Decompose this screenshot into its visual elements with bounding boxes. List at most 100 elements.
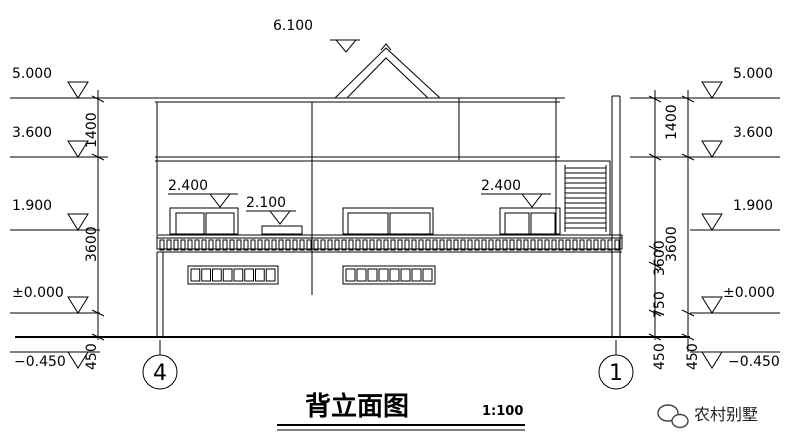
win-right-triangle — [520, 193, 544, 208]
right-dimension-column — [630, 81, 780, 369]
right-elev-3600: 3.600 — [733, 125, 773, 141]
window-level-left: 2.400 — [168, 178, 208, 194]
baluster — [348, 239, 354, 251]
baluster — [236, 239, 242, 251]
sill-triangle — [268, 210, 292, 225]
baluster — [502, 239, 508, 251]
baluster — [488, 239, 494, 251]
wechat-icon — [657, 404, 689, 429]
baluster — [201, 239, 207, 251]
grille-cell — [190, 268, 201, 282]
building-elevation — [125, 43, 623, 337]
baluster — [565, 239, 571, 251]
baluster — [453, 239, 459, 251]
grille-cell — [345, 268, 356, 282]
baluster — [607, 239, 613, 251]
baluster — [369, 239, 375, 251]
baluster — [446, 239, 452, 251]
top-elev-6100: 6.100 — [273, 18, 313, 34]
right-dim-3600-inner: 3600 — [652, 240, 668, 276]
baluster — [215, 239, 221, 251]
baluster — [299, 239, 305, 251]
baluster — [278, 239, 284, 251]
baluster — [600, 239, 606, 251]
left-elev-minus450: −0.450 — [14, 354, 66, 370]
grille-cell — [212, 268, 222, 282]
win-left-triangle — [208, 193, 232, 208]
baluster — [586, 239, 592, 251]
baluster — [495, 239, 501, 251]
baluster — [180, 239, 186, 251]
baluster — [425, 239, 431, 251]
grille-cell — [222, 268, 233, 282]
baluster — [523, 239, 529, 251]
baluster — [558, 239, 564, 251]
left-elev-3600: 3.600 — [12, 125, 52, 141]
baluster — [579, 239, 585, 251]
right-elev-5000: 5.000 — [733, 66, 773, 82]
drawing-scale: 1:100 — [482, 404, 523, 419]
right-dim-1400: 1400 — [664, 104, 680, 140]
baluster — [411, 239, 417, 251]
baluster — [397, 239, 403, 251]
baluster — [285, 239, 291, 251]
grille-cell — [244, 268, 254, 282]
baluster — [306, 239, 312, 251]
grille-cell — [356, 268, 367, 282]
right-elev-0000: ±0.000 — [723, 285, 775, 301]
baluster — [439, 239, 445, 251]
baluster — [320, 239, 326, 251]
right-elev-1900: 1.900 — [733, 198, 773, 214]
top-level-triangle — [334, 39, 358, 53]
baluster — [467, 239, 473, 251]
baluster — [173, 239, 179, 251]
baluster — [194, 239, 200, 251]
baluster — [593, 239, 599, 251]
baluster — [383, 239, 389, 251]
axis-bubble-right — [598, 340, 634, 390]
baluster — [327, 239, 333, 251]
balustrade-pattern — [159, 239, 620, 251]
baluster — [355, 239, 361, 251]
baluster — [432, 239, 438, 251]
baluster — [222, 239, 228, 251]
baluster — [229, 239, 235, 251]
baluster — [390, 239, 396, 251]
baluster — [208, 239, 214, 251]
baluster — [271, 239, 277, 251]
baluster — [187, 239, 193, 251]
axis-bubble-left — [142, 340, 178, 390]
sill-level: 2.100 — [246, 195, 286, 211]
baluster — [264, 239, 270, 251]
grille-cell — [378, 268, 389, 282]
baluster — [376, 239, 382, 251]
right-dim-450-inner: 450 — [652, 343, 668, 370]
left-elev-0000: ±0.000 — [12, 285, 64, 301]
right-dim-450-outer: 450 — [685, 343, 701, 370]
baluster — [516, 239, 522, 251]
axis-label-left: 4 — [153, 361, 167, 386]
baluster — [460, 239, 466, 251]
grille-cell — [265, 268, 276, 282]
grille-cell — [389, 268, 400, 282]
baluster — [159, 239, 165, 251]
grille-cell — [422, 268, 433, 282]
baluster — [292, 239, 298, 251]
baluster — [243, 239, 249, 251]
right-dim-750: 750 — [652, 291, 668, 318]
baluster — [362, 239, 368, 251]
baluster — [474, 239, 480, 251]
baluster — [250, 239, 256, 251]
left-dim-450: 450 — [84, 343, 100, 370]
baluster — [614, 239, 620, 251]
baluster — [166, 239, 172, 251]
grille-cell — [411, 268, 422, 282]
axis-label-right: 1 — [609, 361, 623, 386]
stair-treads — [565, 167, 606, 229]
baluster — [537, 239, 543, 251]
right-dim-3600: 3600 — [664, 226, 680, 262]
drawing-title: 背立面图 — [305, 391, 409, 422]
left-dim-1400: 1400 — [84, 112, 100, 148]
